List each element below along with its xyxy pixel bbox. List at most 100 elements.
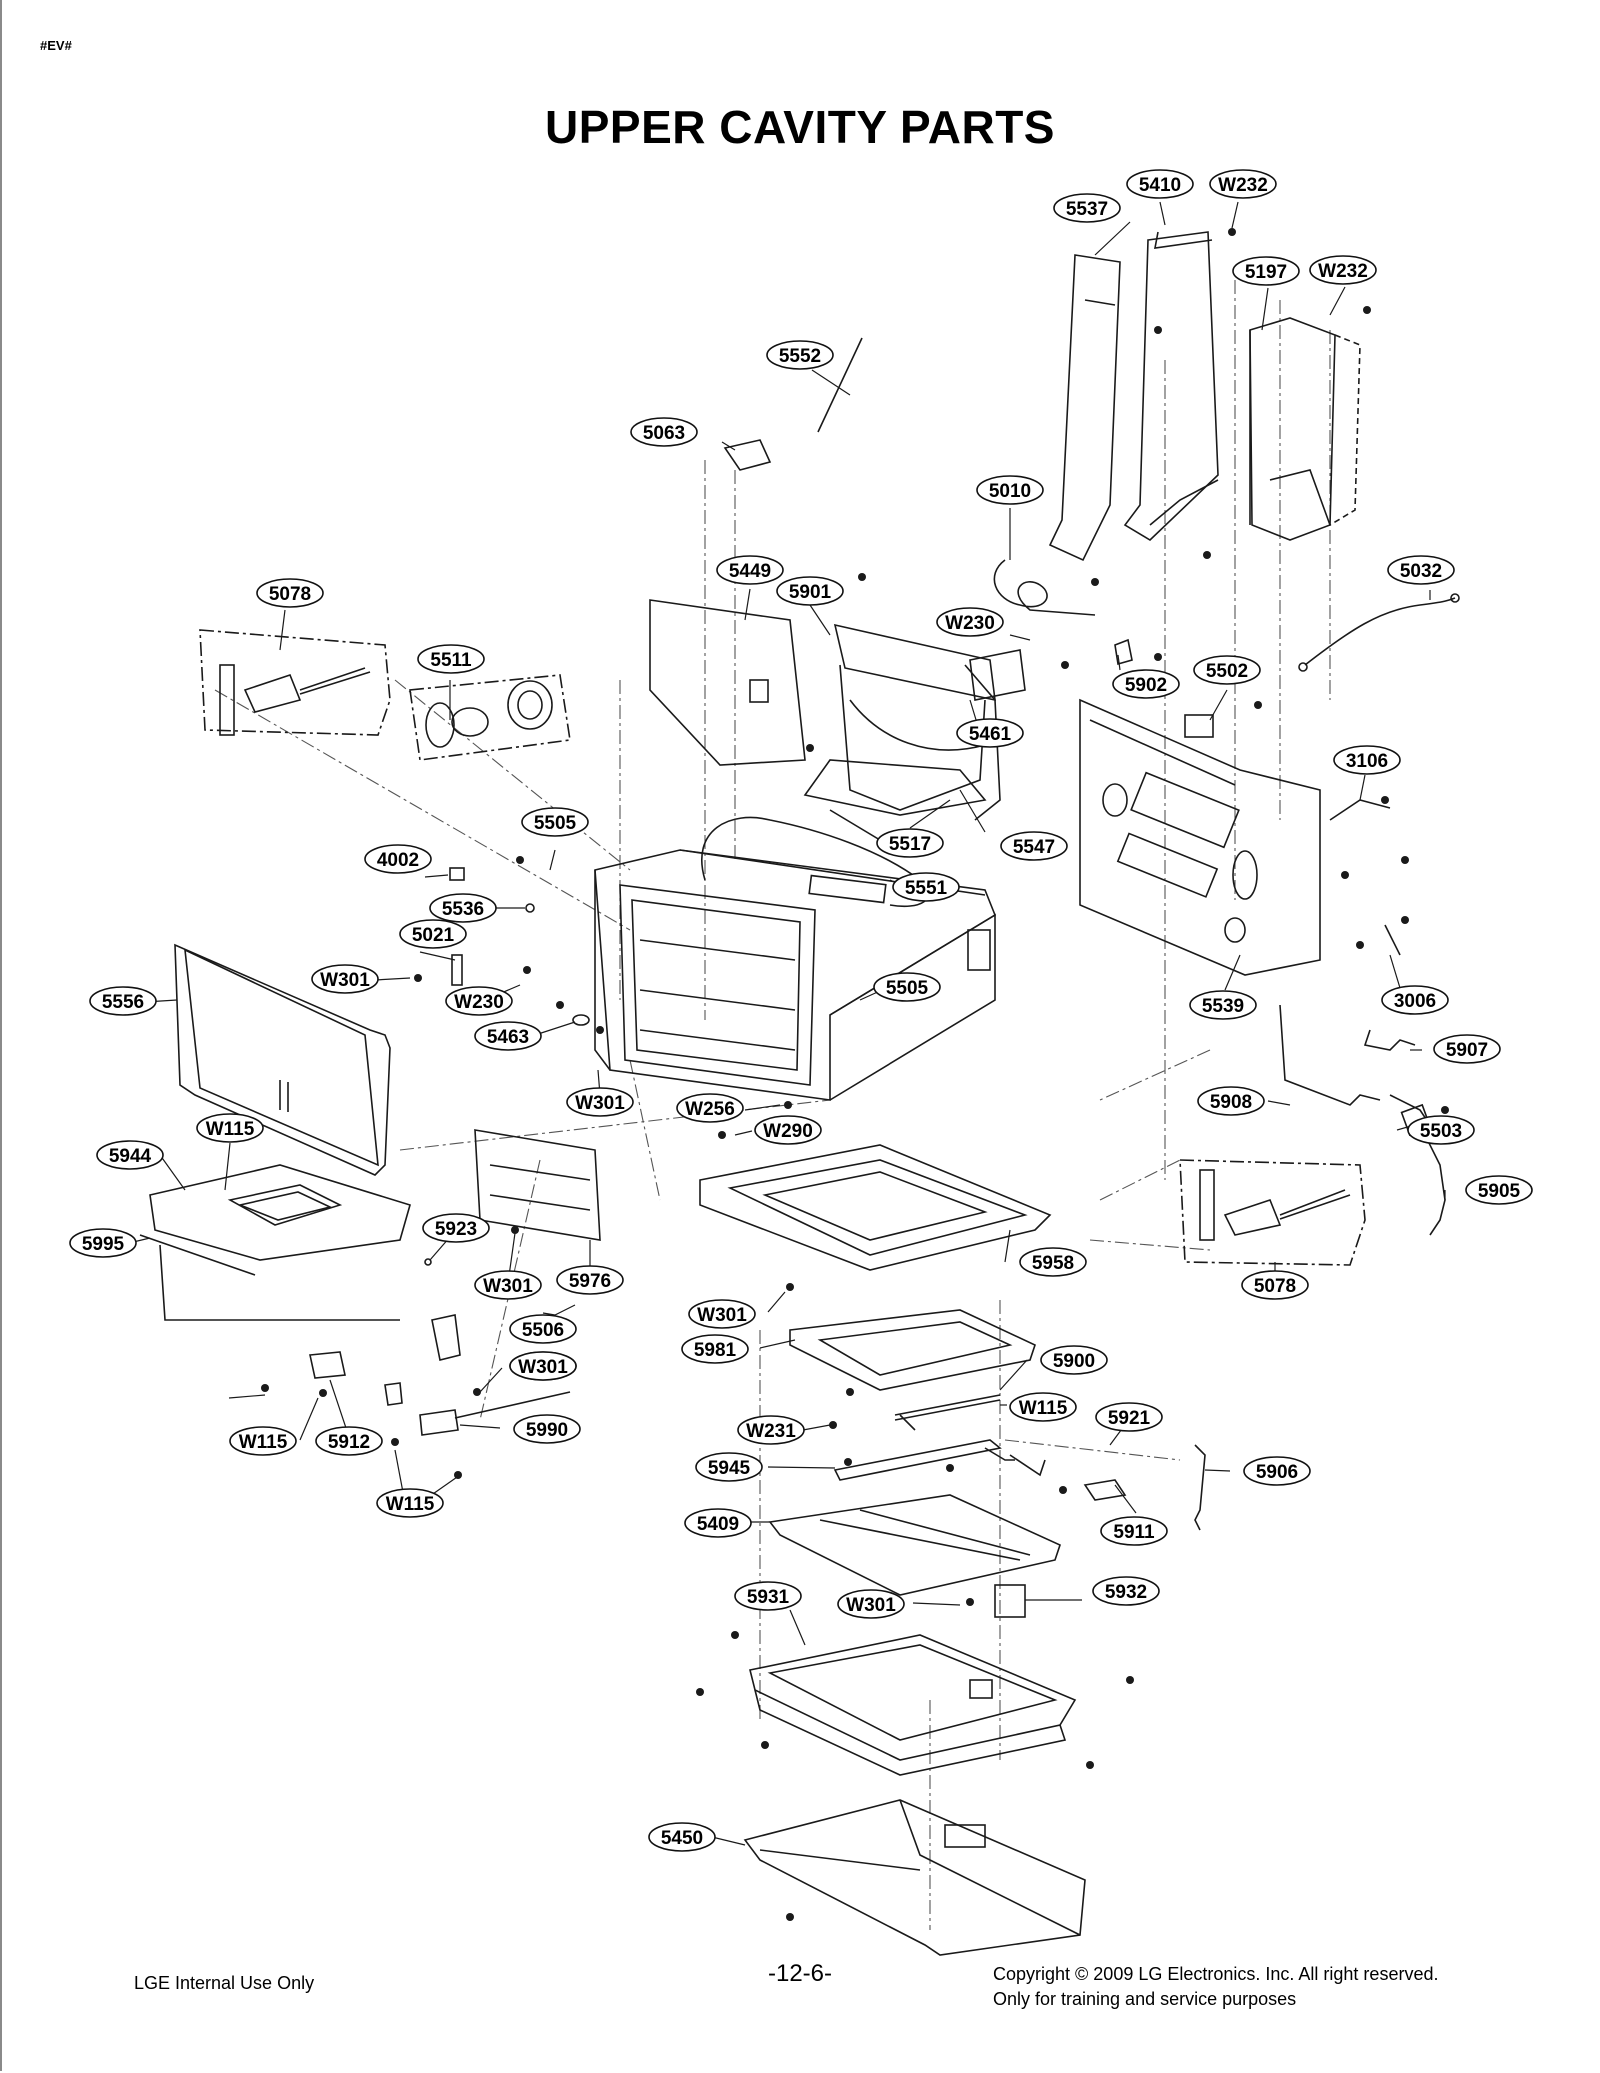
- valve-5911: [1083, 1479, 1127, 1501]
- callout-bubble: [936, 607, 1004, 637]
- callout-bubble: [256, 578, 324, 608]
- callout-5517: 5517: [876, 828, 944, 858]
- callout-bubble: [376, 1488, 444, 1518]
- callout-bubble: [1309, 255, 1377, 285]
- callout-bubble: [976, 475, 1044, 505]
- callout-label: 3006: [1394, 991, 1436, 1012]
- door-gasket-5556: [174, 943, 391, 1176]
- tube-5906: [1194, 1444, 1206, 1531]
- callout-bubble: [1193, 655, 1261, 685]
- cavity-main: [594, 849, 996, 1101]
- callout-w301: W301: [837, 1589, 905, 1619]
- callout-bubble: [956, 718, 1024, 748]
- callout-bubble: [429, 893, 497, 923]
- harness-5010: [993, 559, 1096, 616]
- callout-5923: 5923: [422, 1213, 490, 1243]
- callout-bubble: [311, 964, 379, 994]
- callout-label: 5932: [1105, 1582, 1147, 1603]
- box-5078-left: [199, 629, 391, 736]
- callout-bubble: [1000, 831, 1068, 861]
- callout-bubble: [196, 1113, 264, 1143]
- callout-5032: 5032: [1387, 555, 1455, 585]
- callout-label: W301: [483, 1276, 533, 1297]
- callout-bubble: [96, 1140, 164, 1170]
- plate-5461: [969, 649, 1026, 701]
- callout-5902: 5902: [1112, 669, 1180, 699]
- callout-label: 5505: [886, 978, 929, 999]
- callout-5539: 5539: [1189, 990, 1257, 1020]
- callout-label: 5032: [1400, 561, 1442, 582]
- callout-label: 5551: [905, 878, 948, 899]
- part-5463: [572, 1014, 590, 1026]
- callout-5449: 5449: [716, 555, 784, 585]
- callout-bubble: [566, 1087, 634, 1117]
- leader-lines: [124, 201, 1446, 1846]
- element-5900: [894, 1394, 1001, 1421]
- callout-5905: 5905: [1465, 1175, 1533, 1205]
- callout-bubble: [1381, 985, 1449, 1015]
- callout-5901: 5901: [776, 576, 844, 606]
- callout-bubble: [681, 1334, 749, 1364]
- callout-label: 5958: [1032, 1253, 1074, 1274]
- callout-5908: 5908: [1197, 1086, 1265, 1116]
- switch-5502: [1184, 714, 1214, 738]
- callout-bubble: [837, 1589, 905, 1619]
- copyright-line-2: Only for training and service purposes: [993, 1989, 1297, 2009]
- callout-label: 5547: [1013, 837, 1055, 858]
- callout-label: W301: [320, 970, 370, 991]
- callout-bubble: [1209, 169, 1277, 199]
- duct-5197: [1249, 317, 1361, 541]
- callout-label: 3106: [1346, 751, 1388, 772]
- callout-label: 5078: [1254, 1276, 1296, 1297]
- box-5511: [409, 674, 571, 761]
- callout-label: 5923: [435, 1219, 477, 1240]
- callout-label: W115: [1019, 1398, 1068, 1419]
- callout-bubble: [1126, 169, 1194, 199]
- thermostat-5078-right: [1199, 1169, 1351, 1241]
- callout-bubble: [513, 1414, 581, 1444]
- callout-w232: W232: [1209, 169, 1277, 199]
- callout-w232: W232: [1309, 255, 1377, 285]
- callout-bubble: [1100, 1516, 1168, 1546]
- callout-5944: 5944: [96, 1140, 164, 1170]
- wire-3006: [1384, 924, 1401, 956]
- bracket-5912a: [309, 1351, 346, 1379]
- callout-label: 5905: [1478, 1181, 1521, 1202]
- callout-label: 5900: [1053, 1351, 1095, 1372]
- callout-bubble: [1232, 256, 1300, 286]
- callout-5511: 5511: [417, 644, 485, 674]
- document-tag: #EV#: [40, 38, 72, 53]
- callout-bubble: [1433, 1034, 1501, 1064]
- copyright-notice: Copyright © 2009 LG Electronics. Inc. Al…: [993, 1962, 1438, 2012]
- callout-bubble: [89, 986, 157, 1016]
- callout-w290: W290: [754, 1115, 822, 1145]
- callout-bubble: [873, 972, 941, 1002]
- thermostat-5078-left: [219, 664, 371, 736]
- callout-bubble: [422, 1213, 490, 1243]
- callout-bubble: [556, 1265, 624, 1295]
- part-5021: [451, 954, 463, 986]
- callout-bubble: [754, 1115, 822, 1145]
- bracket-5063: [723, 439, 772, 471]
- callout-label: 5511: [430, 650, 472, 671]
- callout-label: 5995: [82, 1234, 125, 1255]
- callout-w115: W115: [376, 1488, 444, 1518]
- callout-w115: W115: [229, 1426, 297, 1456]
- callout-w301: W301: [474, 1270, 542, 1300]
- page-title: UPPER CAVITY PARTS: [545, 101, 1055, 153]
- wire-3106: [1329, 799, 1391, 821]
- callout-5503: 5503: [1407, 1115, 1475, 1145]
- callout-bubble: [684, 1508, 752, 1538]
- panel-5409: [768, 1494, 1061, 1596]
- callout-5078: 5078: [256, 578, 324, 608]
- callout-label: 5907: [1446, 1040, 1488, 1061]
- callout-label: 5505: [534, 813, 577, 834]
- callout-5461: 5461: [956, 718, 1024, 748]
- callout-label: W256: [685, 1099, 735, 1120]
- callout-w301: W301: [509, 1351, 577, 1381]
- callout-5921: 5921: [1095, 1402, 1163, 1432]
- callout-bubble: [776, 576, 844, 606]
- duct-5537-5410: [1048, 231, 1219, 562]
- callout-bubble: [445, 986, 513, 1016]
